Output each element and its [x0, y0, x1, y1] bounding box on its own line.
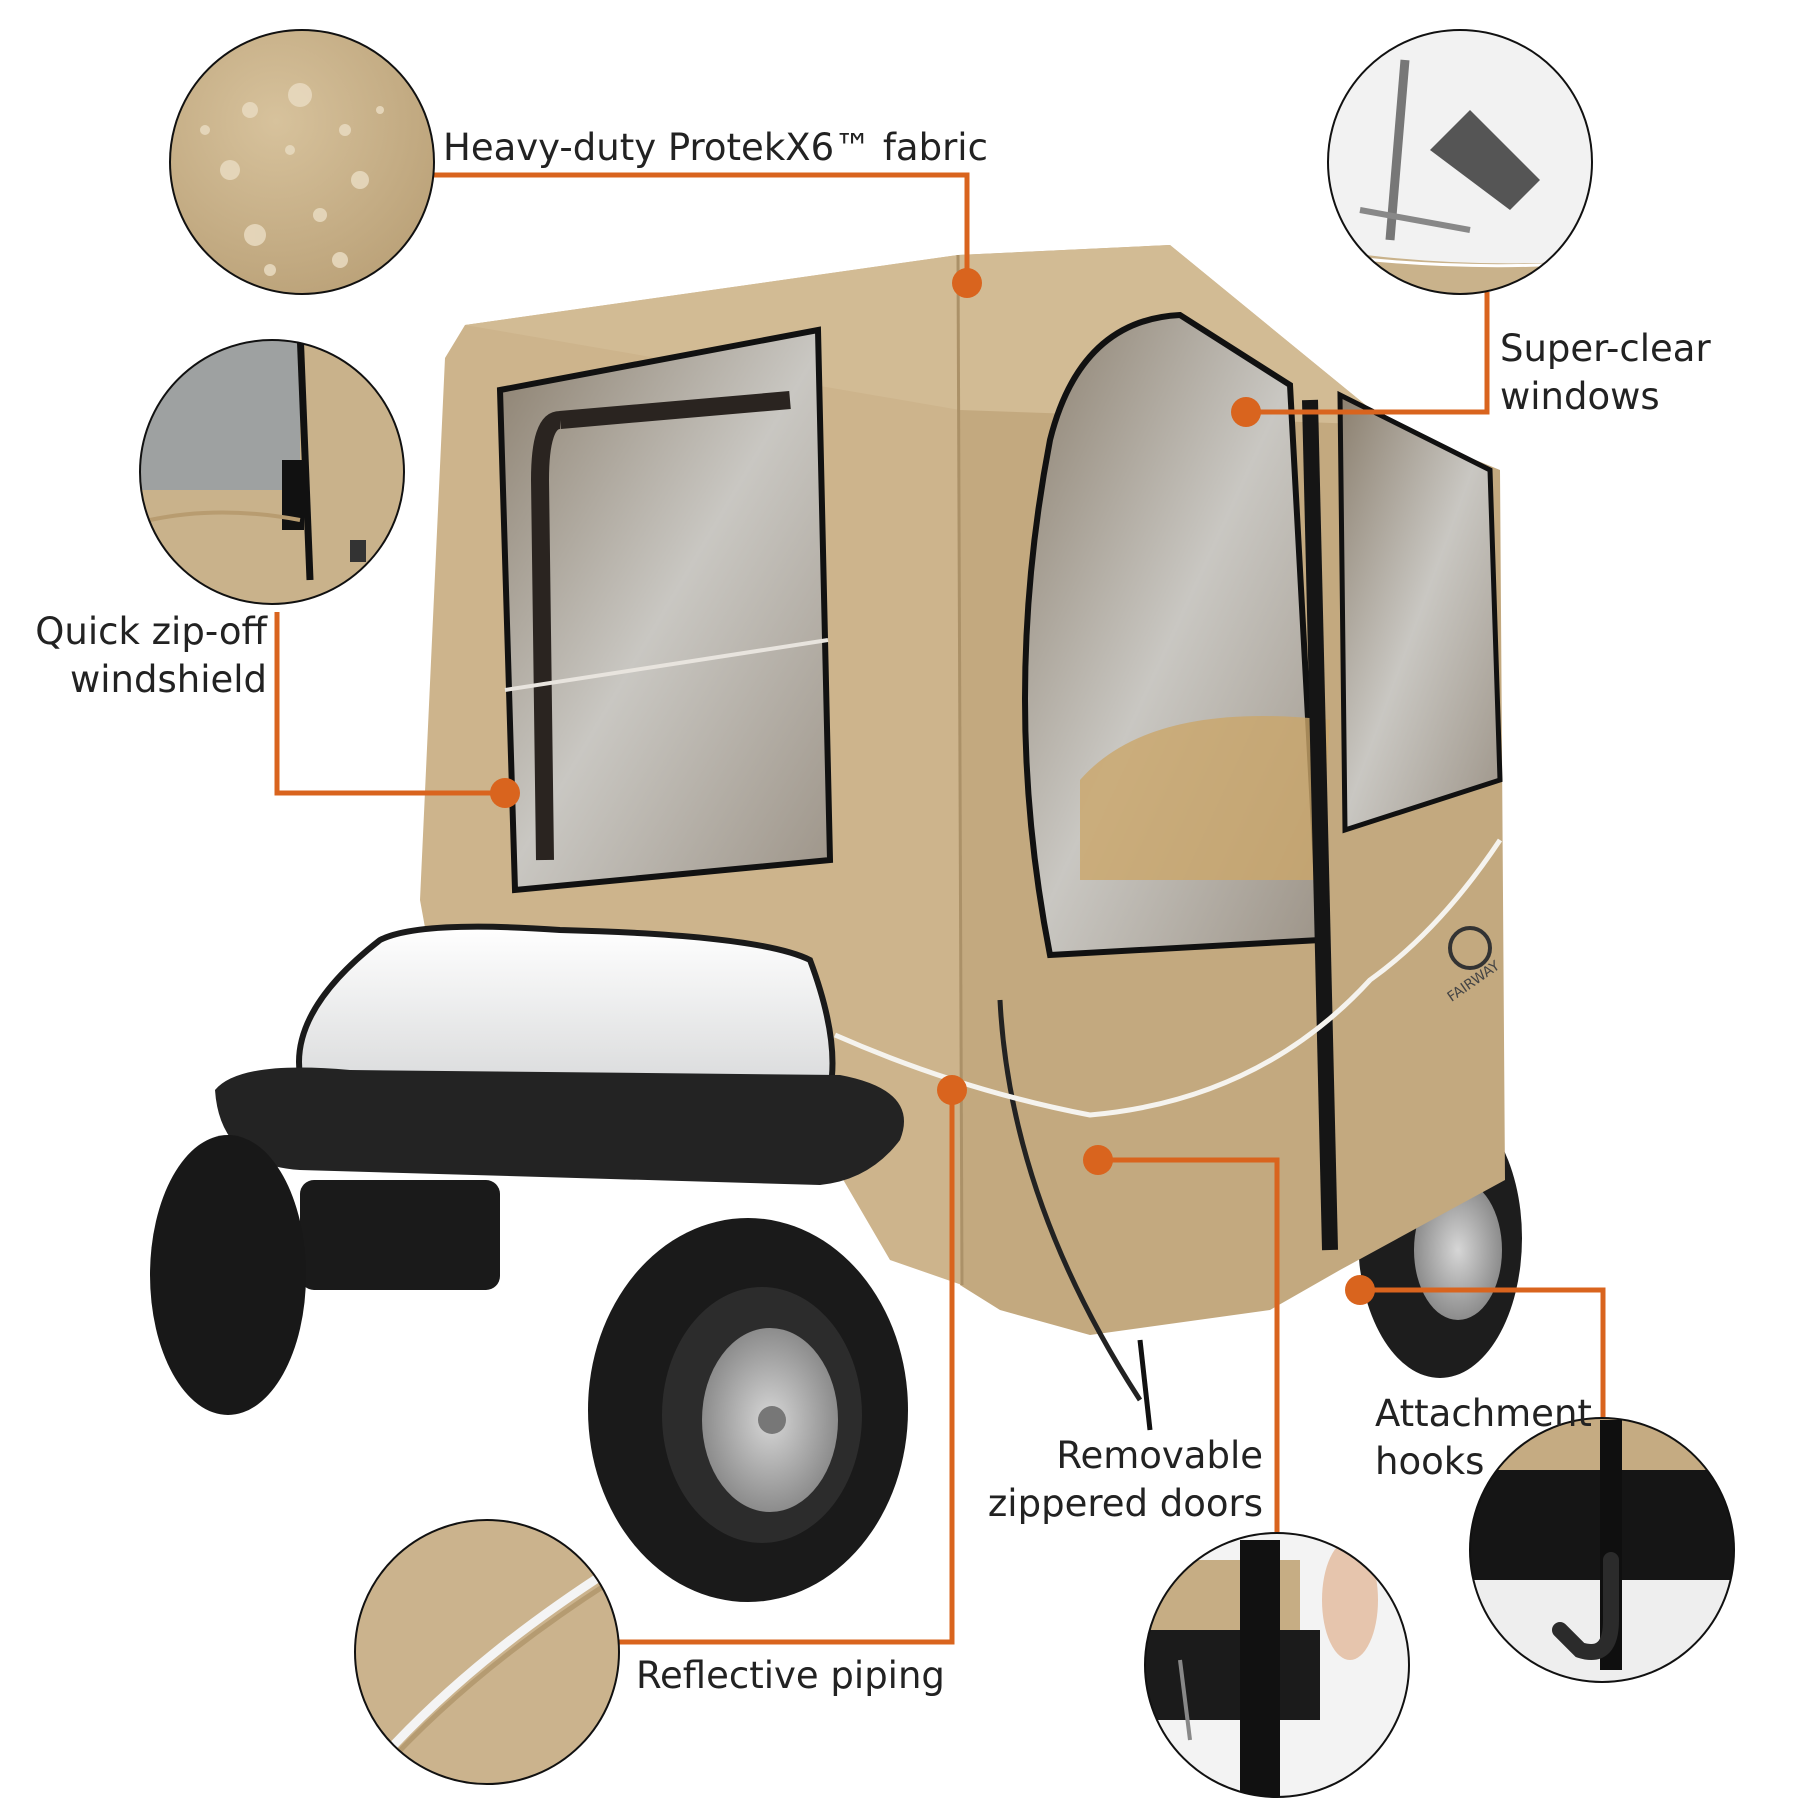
hooks-detail-circle [1469, 1417, 1735, 1683]
callout-dot-doors [1083, 1145, 1113, 1175]
fabric-detail-circle [169, 29, 435, 295]
callout-line-piping [618, 1090, 955, 1645]
golf-cart-cover: FAIRWAY [150, 245, 1522, 1602]
callout-line-hooks [1360, 1287, 1606, 1417]
cart-front-bumper [215, 1067, 904, 1185]
cart-front-hood [296, 923, 836, 1094]
label-doors: Removable zippered doors [988, 1432, 1263, 1528]
callout-dot-fabric [952, 268, 982, 298]
label-windows-line1: Super-clear [1500, 327, 1711, 370]
label-piping-text: Reflective piping [636, 1654, 945, 1697]
label-doors-line2: zippered doors [987, 1482, 1263, 1525]
label-windshield-line2: windshield [69, 658, 267, 701]
callout-line-windows [1246, 292, 1490, 415]
piping-detail-circle [354, 1519, 620, 1785]
callout-dot-windshield [490, 778, 520, 808]
callout-dot-piping [937, 1075, 967, 1105]
callout-line-doors [1098, 1157, 1280, 1532]
front-left-wheel [150, 1135, 306, 1415]
label-hooks-line2: hooks [1375, 1440, 1485, 1483]
windows-detail-circle [1327, 29, 1593, 295]
callout-lines [274, 172, 1606, 1645]
windshield-window [496, 326, 834, 894]
label-doors-line1: Removable [1056, 1434, 1263, 1477]
callout-dot-hooks [1345, 1275, 1375, 1305]
label-windshield: Quick zip-off windshield [35, 608, 267, 704]
label-hooks-line1: Attachment [1375, 1392, 1592, 1435]
callout-dot-windows [1231, 397, 1261, 427]
doors-detail-circle [1144, 1532, 1410, 1798]
label-fabric-text: Heavy-duty ProtekX6™ fabric [443, 126, 988, 169]
label-windows-line2: windows [1500, 375, 1660, 418]
door-strap [1302, 399, 1338, 1251]
label-hooks: Attachment hooks [1375, 1390, 1592, 1486]
label-piping: Reflective piping [636, 1652, 945, 1700]
callout-line-windshield [274, 612, 505, 796]
label-windshield-line1: Quick zip-off [35, 610, 267, 653]
callout-dots [490, 268, 1375, 1305]
callout-line-fabric [432, 172, 970, 283]
label-windows: Super-clear windows [1500, 325, 1711, 421]
label-fabric: Heavy-duty ProtekX6™ fabric [443, 124, 988, 172]
rear-window [1337, 390, 1503, 834]
windshield-detail-circle [139, 339, 405, 605]
